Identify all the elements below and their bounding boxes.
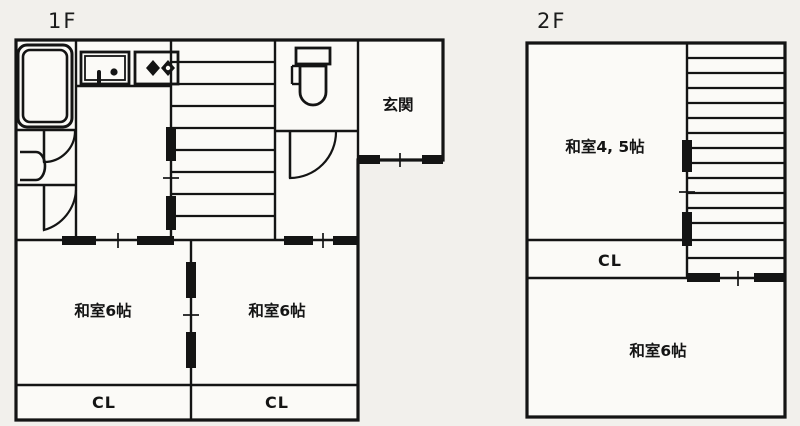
fusuma-right-top	[284, 233, 358, 248]
label-closet-2f: CL	[598, 251, 622, 270]
floor-2-title: 2F	[537, 9, 566, 33]
floor-1-plan	[14, 38, 445, 422]
washbasin-icon	[20, 150, 47, 182]
floor-2-outer-wall	[525, 41, 787, 419]
label-genkan: 玄関	[382, 95, 413, 114]
floor-2-plan	[525, 41, 787, 419]
bathtub-icon	[16, 43, 74, 129]
label-washitsu-4-5-2f: 和室4, 5帖	[565, 137, 645, 156]
label-washitsu-left-1f: 和室6帖	[74, 301, 132, 320]
label-washitsu-6-2f: 和室6帖	[629, 341, 687, 360]
toilet-icon	[290, 46, 332, 107]
stairs-1f-treads	[171, 60, 275, 218]
sink-icon	[79, 50, 131, 86]
label-washitsu-right-1f: 和室6帖	[248, 301, 306, 320]
floor-1-title: 1F	[48, 9, 77, 33]
closet-door-2f	[687, 271, 785, 286]
floor-2-fills	[527, 43, 785, 417]
stove-icon	[133, 50, 180, 86]
label-closet-right-1f: CL	[265, 393, 289, 412]
fusuma-left-top	[62, 233, 174, 248]
stair-wall-door-1f	[163, 127, 179, 230]
sliding-doors-2f	[679, 140, 785, 286]
stairs-2f-treads	[687, 56, 785, 260]
stair-door-2f-upper	[679, 140, 695, 246]
sliding-doors-1f	[62, 127, 443, 368]
fusuma-between-rooms	[183, 262, 199, 368]
label-closet-left-1f: CL	[92, 393, 116, 412]
genkan-entry-door	[358, 153, 443, 167]
door-swings-1f	[42, 130, 338, 232]
